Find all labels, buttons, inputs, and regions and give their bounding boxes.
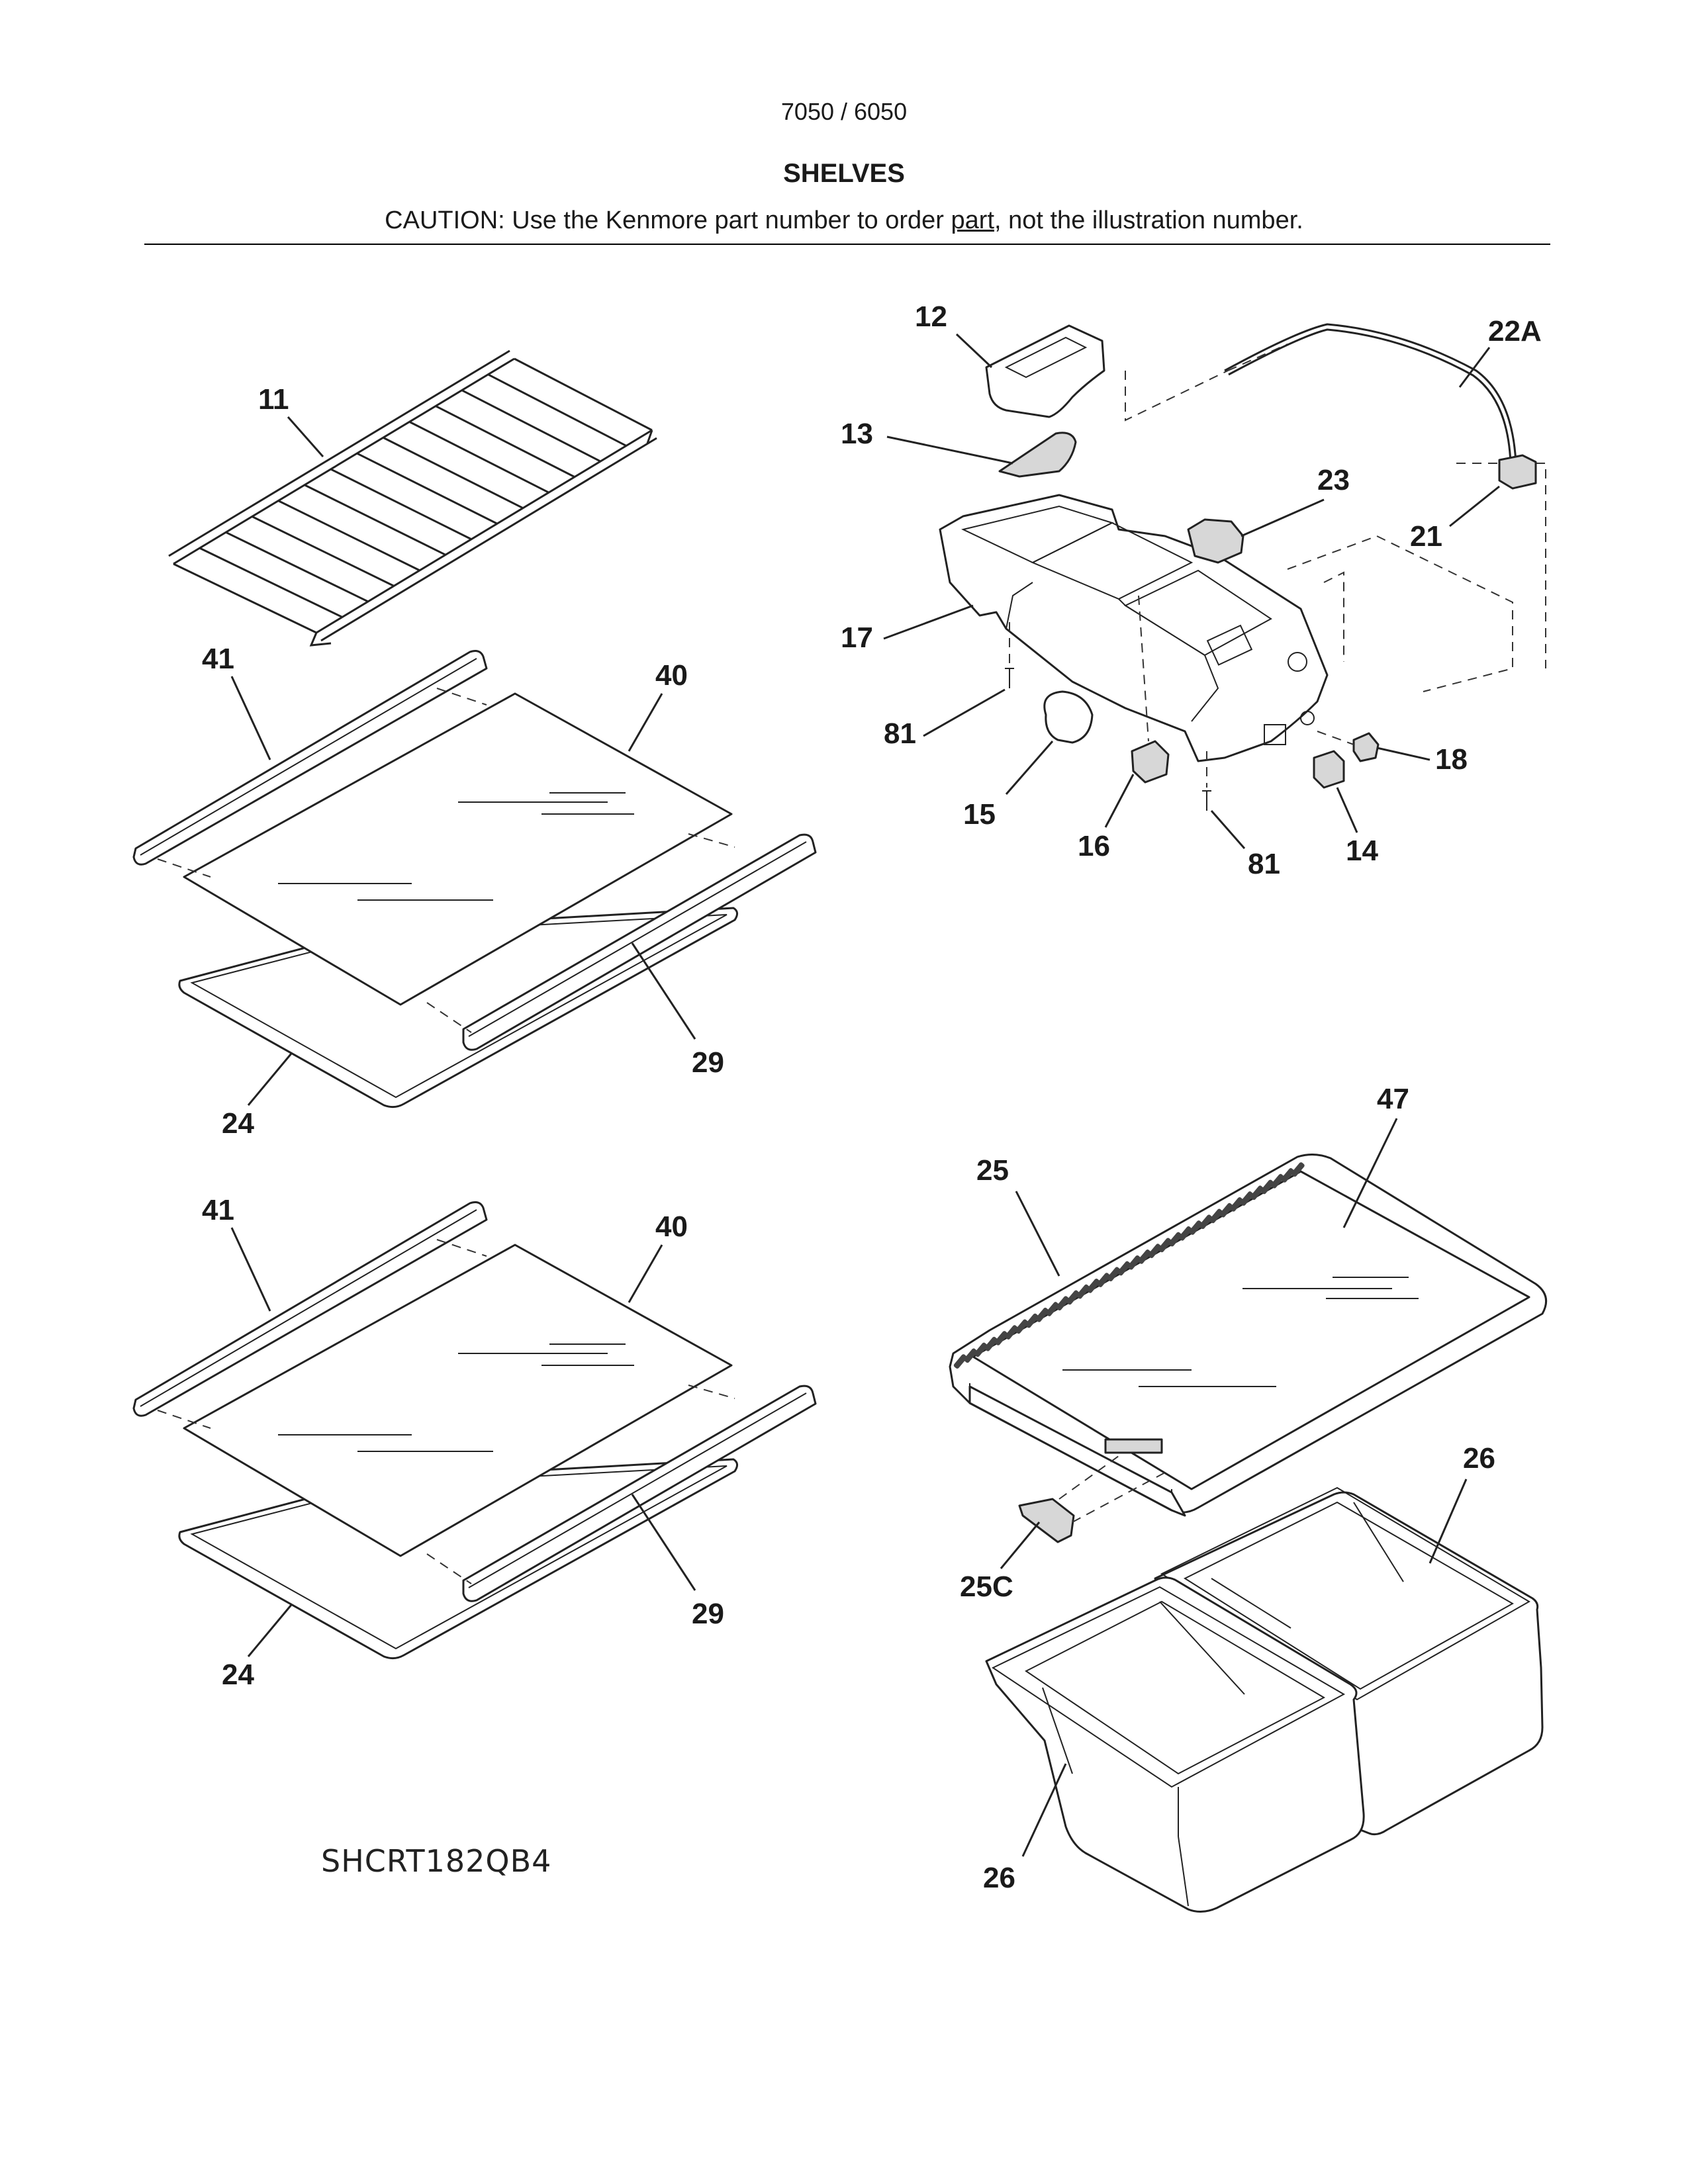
glass-shelf-assembly-lower [132,1201,817,1660]
leader-14 [1336,787,1358,833]
model-code: 7050 / 6050 [780,98,908,125]
leader-41-lower [230,1227,271,1312]
callout-16: 16 [1078,830,1110,862]
leader-40-upper [628,693,663,752]
leader-24-upper [247,1053,293,1106]
switch-part-14 [1313,750,1345,789]
leader-11 [287,416,324,457]
bracket-part-12 [985,324,1105,418]
leader-18 [1376,747,1430,761]
leader-26-lower [1021,1763,1067,1857]
caution-underlined-word: part [951,206,994,234]
glass-shelf-assembly-upper [132,650,817,1109]
light-housing-part-17 [939,494,1329,762]
callout-41-upper: 41 [202,643,234,675]
deflector-part-13 [998,432,1077,478]
screw-part-81-right [1202,790,1211,811]
callout-29-lower: 29 [692,1598,724,1630]
callout-47: 47 [1377,1083,1409,1115]
leader-40-lower [628,1244,663,1303]
callout-41-lower: 41 [202,1194,234,1226]
control-housing-assembly [939,323,1546,811]
leader-25 [1015,1191,1060,1277]
caution-prefix: CAUTION: Use the Kenmore part number to … [385,206,951,234]
crisper-cover-assembly [949,1154,1548,1543]
leader-41-upper [230,676,271,760]
callout-12: 12 [915,300,947,333]
leader-26-upper [1429,1479,1468,1564]
caution-suffix: , not the illustration number. [994,206,1303,234]
crisper-drawer-left-part-26 [985,1576,1365,1913]
leader-29-lower [631,1494,696,1591]
callout-13: 13 [841,418,873,450]
callout-14: 14 [1346,835,1378,867]
front-rail-part-29-lower [462,1385,817,1602]
model-number: SHCRT182QB4 [321,1843,551,1879]
caution-note: CAUTION: Use the Kenmore part number to … [0,206,1688,235]
control-part-23 [1187,518,1244,564]
callout-40-lower: 40 [655,1210,688,1243]
callout-17: 17 [841,621,873,654]
header-divider [144,244,1550,245]
plug-part-18 [1352,732,1380,762]
callout-26-lower: 26 [983,1862,1015,1894]
callout-81-left: 81 [884,717,916,750]
leader-23 [1241,498,1325,537]
leader-17 [883,604,974,640]
callout-23: 23 [1317,464,1350,496]
leader-47 [1342,1118,1398,1228]
lamp-socket-part-16 [1131,740,1170,784]
leader-13 [886,435,1013,465]
front-rail-part-29 [462,833,817,1051]
callout-26-upper: 26 [1463,1442,1495,1475]
leader-24-lower [247,1604,293,1657]
callout-81-right: 81 [1248,848,1280,880]
leader-25C [1000,1522,1041,1569]
cover-slot-detail [1104,1438,1163,1454]
connector-part-21 [1498,454,1537,490]
glass-panel-part-40-lower [183,1244,733,1557]
leader-81-right [1210,810,1246,849]
light-bulb-part-15 [1043,690,1094,744]
wire-harness-part-22A [1224,323,1517,464]
leader-81-left [923,688,1006,737]
callout-40-upper: 40 [655,659,688,692]
callout-11: 11 [258,383,289,416]
callout-24-upper: 24 [222,1107,254,1140]
leader-12 [955,333,993,369]
page-title: SHELVES [783,159,905,188]
glass-panel-part-40 [183,692,733,1006]
callout-25: 25 [976,1154,1009,1187]
callout-22A: 22A [1488,315,1542,347]
clip-part-25C [1018,1498,1075,1543]
leader-15 [1005,741,1054,795]
callout-29-upper: 29 [692,1046,724,1079]
callout-18: 18 [1435,743,1468,776]
callout-24-lower: 24 [222,1659,254,1691]
leader-16 [1104,774,1135,828]
leader-22A [1458,347,1491,388]
wire-shelf-part-11 [168,349,657,647]
callout-15: 15 [963,798,996,831]
leader-21 [1449,485,1500,527]
callout-21: 21 [1410,520,1442,553]
leader-29-upper [631,942,696,1040]
callout-25C: 25C [960,1570,1013,1603]
screw-part-81-left [1005,668,1014,688]
